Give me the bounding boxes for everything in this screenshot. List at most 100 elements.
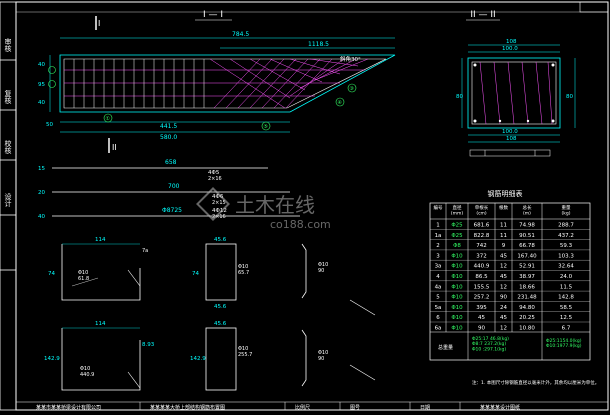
sec2-dim-right: 80 (566, 94, 573, 100)
side-tab-label: 校核 (4, 139, 12, 155)
side-tab-label: 审核 (4, 37, 12, 53)
table-cell: 103.3 (558, 253, 574, 259)
section-1-title: I — I (203, 10, 223, 20)
side-tab-strip (0, 1, 17, 411)
table-cell: 9 (502, 243, 506, 249)
svg-text:④: ④ (338, 100, 343, 106)
table-cell: 12 (500, 264, 507, 270)
table-cell: 74.98 (519, 223, 535, 229)
table-cell: 822.8 (474, 233, 490, 239)
table-header-cell: 重量(kg) (562, 204, 571, 217)
footer-scale: 比例尺 (295, 404, 310, 411)
table-cell: 4 (436, 274, 440, 280)
sec2-dim-bottom: 100.0 (502, 129, 518, 135)
table-total-label: 总重量 (438, 344, 453, 351)
footer-drawing-no: 图号 (350, 405, 360, 411)
elevation-drawing: 784.5 1118.5 (38, 31, 396, 141)
footer-series: 某某某某设计图纸 (480, 404, 520, 411)
table-cell: 142.8 (558, 295, 574, 301)
table-cell: 167.40 (517, 253, 537, 259)
shape4-top: 114 (95, 321, 106, 327)
table-cell: 32.64 (558, 264, 574, 270)
section-2-drawing: 108 100.0 80 80 100.0 108 (456, 39, 576, 157)
rebar-note: 4Φ6 (212, 194, 224, 200)
section-2-title: II — II (470, 10, 495, 20)
table-cell: Φ10 (451, 305, 463, 311)
shape1-side: 74 (48, 271, 55, 277)
table-notes: 注：1. 本图尺寸除钢筋直径以毫米计外，其余均以厘米为单位。 (472, 379, 599, 386)
dim-left-3: 40 (38, 100, 45, 106)
table-cell: 45 (500, 274, 507, 280)
watermark-en: co188.com (270, 218, 331, 231)
table-cell: 90 (478, 326, 485, 332)
svg-text:⑤: ⑤ (264, 124, 268, 130)
table-total-left: Φ25:17 46.8(kg)Φ8:7 237.2(kg)Φ10 :297.1(… (472, 336, 509, 352)
rebar-left-label: 40 (38, 214, 45, 220)
table-cell: 3a (435, 264, 442, 270)
table-cell: 11 (500, 233, 507, 239)
side-tab-label: 设计 (4, 192, 12, 208)
table-cell: 12 (500, 326, 507, 332)
table-header-cell: 编号 (434, 204, 443, 211)
rebar-left-label: 20 (38, 190, 45, 196)
table-header-cell: 总长(m) (523, 204, 532, 217)
table-cell: 59.3 (560, 243, 573, 249)
table-cell: 66.78 (519, 243, 535, 249)
shape4-dim: 8.93 (142, 342, 155, 348)
table-cell: 6 (436, 315, 440, 321)
table-cell: 1a (435, 233, 442, 239)
table-cell: Φ10 (451, 274, 463, 280)
rebar-length: 658 (165, 159, 177, 166)
sec2-dim-top2: 100.0 (502, 46, 518, 52)
table-cell: Φ10 (451, 326, 463, 332)
table-cell: 2 (436, 243, 440, 249)
table-cell: 3 (436, 253, 440, 259)
table-cell: 12.5 (560, 315, 573, 321)
table-cell: Φ10 (451, 253, 463, 259)
table-title: 钢筋明细表 (488, 189, 523, 198)
table-cell: 257.2 (474, 295, 490, 301)
table-cell: Φ8 (453, 243, 461, 249)
table-cell: 5a (435, 305, 442, 311)
table-header-cell: 直径(mm) (451, 204, 464, 217)
table-cell: 38.97 (519, 274, 535, 280)
dim-left-1: 40 (38, 62, 45, 68)
table-cell: 372 (476, 253, 487, 259)
table-cell: 10.80 (519, 326, 535, 332)
table-cell: Φ10 (451, 284, 463, 290)
watermark: 土木在线 co188.com (196, 187, 331, 231)
dim-bottom-1: 441.5 (160, 123, 177, 130)
rebar-sub: 2×16 (212, 214, 226, 220)
footer-date: 日期 (420, 405, 430, 411)
shape2-top: 45.6 (214, 237, 227, 243)
shape5-top: 45.6 (214, 321, 227, 327)
section-mark-left: I (98, 19, 100, 28)
shape1-top: 114 (95, 237, 106, 243)
table-cell: 11.5 (560, 284, 573, 290)
table-cell: 231.48 (517, 295, 537, 301)
svg-text:③: ③ (350, 86, 354, 92)
sec2-dim-bottom2: 108 (506, 136, 517, 142)
table-cell: 681.6 (474, 223, 490, 229)
table-cell: 45 (478, 315, 485, 321)
footer-title: 某某某某大桥上部结构钢筋布置图 (150, 404, 225, 411)
table-cell: 395 (476, 305, 487, 311)
dim-top-right: 1118.5 (308, 41, 329, 48)
table-cell: 5 (436, 295, 440, 301)
table-cell: 440.9 (474, 264, 490, 270)
table-cell: 437.2 (558, 233, 574, 239)
sec2-dim-left: 80 (456, 94, 463, 100)
shape2-bottom: 45.6 (214, 304, 227, 310)
table-cell: 288.7 (558, 223, 574, 229)
table-cell: 6a (435, 326, 442, 332)
watermark-cn: 土木在线 (235, 193, 315, 217)
table-cell: 90.51 (519, 233, 535, 239)
